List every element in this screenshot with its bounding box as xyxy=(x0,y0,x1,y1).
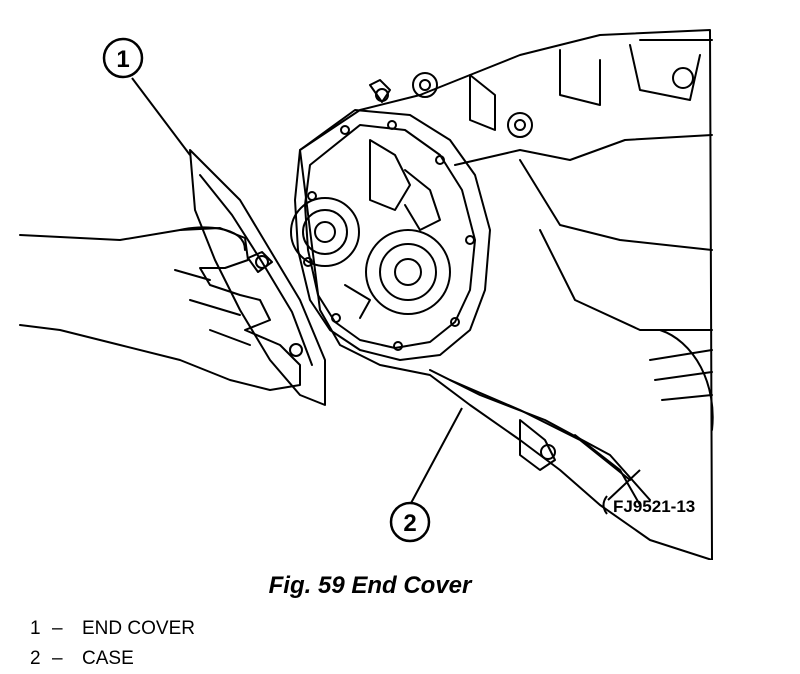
legend-item-label: END COVER xyxy=(82,618,195,639)
part-code: FJ9521-13 xyxy=(613,497,695,516)
case-boss-2 xyxy=(507,112,533,138)
case-bottom-rib xyxy=(449,379,631,481)
callout-2-number: 2 xyxy=(403,510,416,537)
case-housing-lower xyxy=(539,229,713,331)
output-shaft-bore xyxy=(365,229,451,315)
legend-item-separator: – xyxy=(52,648,63,669)
transmission-case xyxy=(299,29,713,560)
callout-1-number: 1 xyxy=(116,46,129,73)
case-housing-edge xyxy=(519,159,713,251)
end-cover-gasket xyxy=(189,149,326,406)
figure-caption: Fig. 59 End Cover xyxy=(268,572,472,599)
legend-item-number: 1 xyxy=(30,618,41,639)
legend-item: 2 – CASE xyxy=(30,644,195,674)
legend-item-separator: – xyxy=(52,618,63,639)
callout-2-leader xyxy=(409,407,463,506)
hand xyxy=(19,227,301,391)
case-housing-upper xyxy=(454,134,713,166)
end-cover-illustration: 1 2 FJ9521-13 xyxy=(19,29,714,560)
part-code-leader xyxy=(607,469,641,501)
legend-item-label: CASE xyxy=(82,648,134,669)
input-shaft-bore xyxy=(290,197,360,267)
callout-1: 1 xyxy=(102,37,144,79)
legend-item-number: 2 xyxy=(30,648,41,669)
end-cover-face xyxy=(294,109,491,361)
case-boss-1 xyxy=(412,72,438,98)
case-boss-3 xyxy=(672,67,694,89)
callout-2: 2 xyxy=(389,501,431,543)
callout-legend: 1 – END COVER 2 – CASE xyxy=(30,614,195,674)
legend-item: 1 – END COVER xyxy=(30,614,195,644)
callout-1-leader xyxy=(131,77,191,156)
